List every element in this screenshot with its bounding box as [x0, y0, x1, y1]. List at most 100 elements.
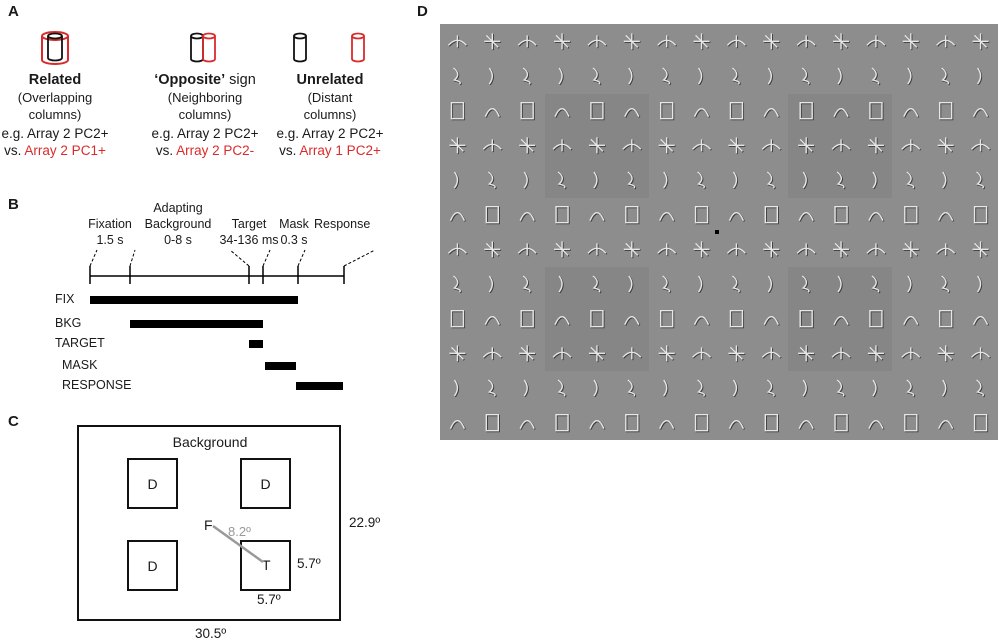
stimulus-glyph: [867, 345, 885, 363]
stimulus-glyph: [799, 309, 814, 329]
stimulus-glyph: [625, 413, 640, 433]
stimulus-glyph: [972, 33, 990, 51]
stimulus-glyph: [802, 171, 808, 190]
stimulus-glyph: [872, 171, 878, 190]
stimulus-glyph: [697, 275, 704, 294]
stimulus-glyph: [592, 275, 602, 294]
stimulus-glyph: [798, 345, 815, 363]
stimulus-glyph: [902, 241, 920, 259]
fix-bar: [90, 296, 298, 304]
stimulus-glyph: [552, 347, 573, 361]
stimulus-glyph: [764, 205, 779, 225]
target-box: [240, 540, 291, 591]
stimulus-glyph: [766, 171, 776, 190]
stimulus-glyph: [692, 139, 712, 153]
stimulus-glyph: [728, 137, 746, 155]
stimulus-glyph: [697, 67, 704, 86]
stimulus-glyph: [452, 67, 462, 86]
stimulus-glyph: [907, 275, 913, 294]
stimulus-glyph: [520, 101, 535, 121]
stimulus-glyph: [732, 379, 739, 398]
stimulus-glyph: [868, 211, 885, 222]
stimulus-glyph: [555, 413, 570, 433]
stimulus-glyph: [906, 379, 916, 398]
stimulus-glyph: [833, 107, 850, 118]
stimulus-glyph: [973, 205, 989, 225]
stimulus-glyph: [941, 275, 951, 294]
stimulus-glyph: [697, 379, 706, 398]
condition-title: Related: [28, 72, 82, 88]
stimulus-glyph: [903, 315, 920, 326]
stimulus-glyph: [831, 139, 852, 153]
stimulus-glyph: [767, 67, 773, 86]
eccentricity-line: [212, 524, 264, 564]
stimulus-glyph: [971, 347, 991, 361]
panel-a-label: A: [8, 3, 19, 20]
stimulus-glyph: [519, 137, 536, 155]
stimulus-glyph: [837, 275, 843, 294]
stimulus-glyph: [587, 243, 608, 257]
row-label-mask: MASK: [62, 358, 98, 372]
stimulus-glyph: [523, 171, 529, 190]
stimulus-glyph: [663, 171, 669, 190]
stimulus-glyph: [833, 315, 850, 326]
stimulus-glyph: [971, 139, 991, 153]
stimulus-glyph: [662, 67, 672, 86]
stimulus-glyph: [587, 35, 608, 49]
height-label: 22.9º: [349, 515, 381, 530]
stimulus-glyph: [729, 309, 745, 329]
stimulus-glyph: [761, 347, 782, 361]
stimulus-glyph: [519, 419, 536, 430]
condition-title: Unrelated: [296, 72, 364, 88]
stimulus-glyph: [627, 379, 637, 398]
stimulus-glyph: [662, 275, 672, 294]
stimulus-glyph: [628, 275, 634, 294]
stimulus-glyph: [659, 419, 676, 430]
condition-subtitle: columns): [28, 107, 82, 122]
stimulus-glyph: [590, 101, 605, 121]
stimulus-glyph: [693, 33, 711, 51]
stimulus-glyph: [833, 241, 850, 259]
stimulus-glyph: [659, 101, 675, 121]
condition-related: Related (Overlapping columns) e.g. Array…: [0, 72, 115, 159]
stimulus-glyph: [628, 67, 634, 86]
distractor-box: D: [127, 458, 178, 509]
panel-b-label: B: [8, 196, 19, 213]
unrelated-red-cylinder-icon: [351, 32, 365, 63]
row-label-target: TARGET: [55, 336, 105, 350]
stimulus-glyph: [869, 101, 884, 121]
stimulus-glyph: [694, 413, 710, 433]
stimulus-glyph: [937, 345, 955, 363]
stimulus-glyph: [763, 33, 781, 51]
condition-subtitle: (Neighboring: [167, 90, 243, 105]
stimulus-glyph: [903, 107, 920, 118]
stimulus-glyph: [693, 315, 711, 326]
stimulus-glyph: [764, 413, 779, 433]
stimulus-glyph: [449, 137, 467, 155]
stimulus-glyph: [731, 67, 741, 86]
stimulus-glyph: [866, 35, 887, 49]
stimulus-glyph: [622, 347, 643, 361]
stimulus-glyph: [904, 205, 919, 225]
stimulus-glyph: [973, 413, 989, 433]
stimulus-glyph: [763, 241, 781, 259]
stimulus-glyph: [488, 275, 494, 294]
distractor-box: D: [127, 540, 178, 591]
stimulus-glyph: [487, 171, 497, 190]
stimulus-glyph: [798, 211, 815, 222]
stimulus-glyph: [517, 35, 538, 49]
stimulus-glyph: [624, 107, 641, 118]
stimulus-glyph: [554, 315, 571, 326]
target-label: T: [262, 557, 271, 573]
stimulus-glyph: [871, 275, 881, 294]
stimulus-glyph: [522, 275, 532, 294]
stimulus-glyph: [557, 171, 567, 190]
stimulus-glyph: [658, 345, 676, 363]
stimulus-glyph: [624, 315, 641, 326]
stimulus-glyph: [728, 419, 745, 430]
row-label-bkg: BKG: [55, 316, 82, 330]
stimulus-glyph: [447, 243, 468, 257]
opposite-cylinders-icon: [190, 32, 216, 63]
